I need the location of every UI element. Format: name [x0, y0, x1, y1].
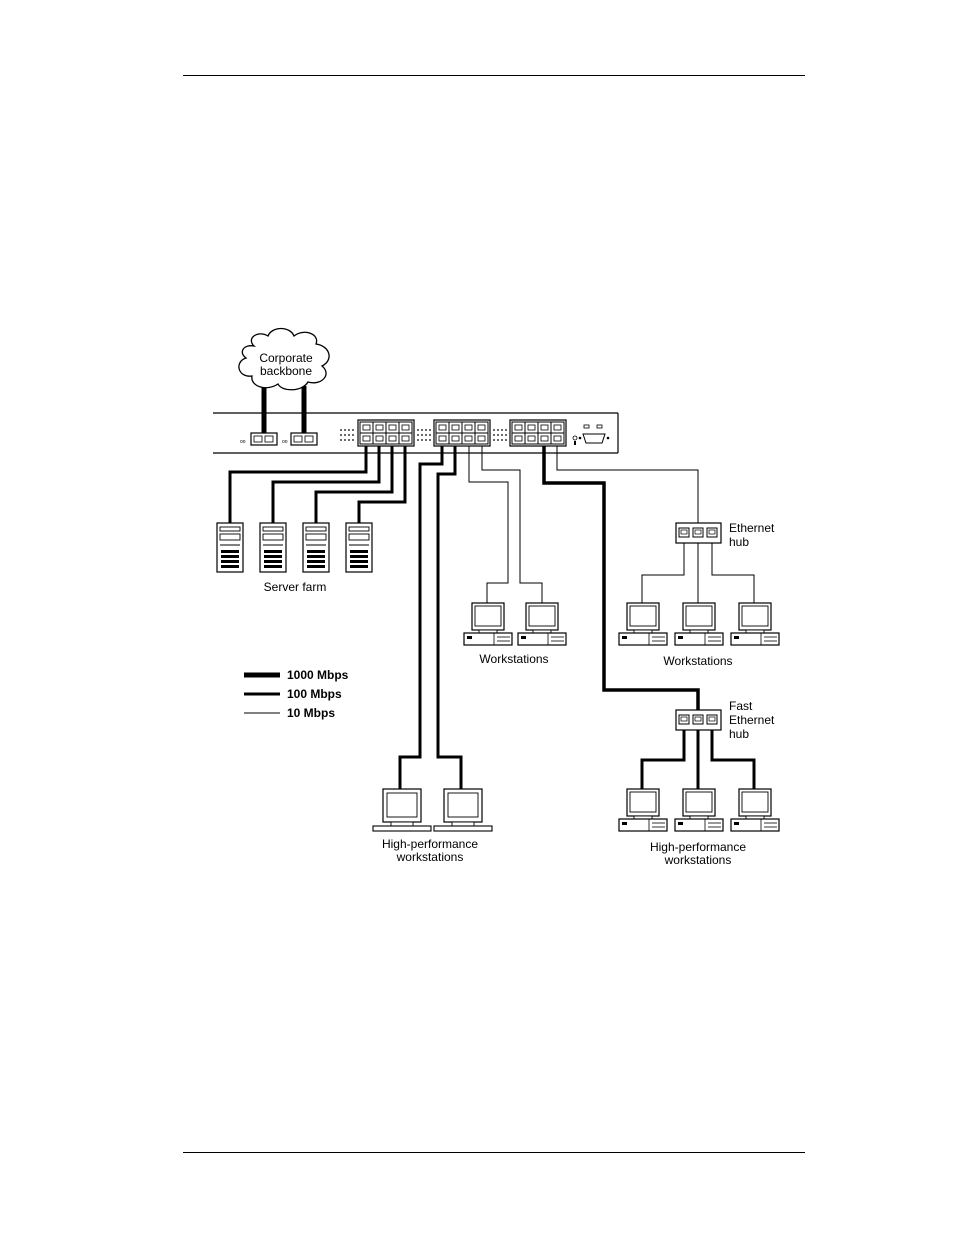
server-4	[345, 522, 373, 573]
workstation-1	[463, 602, 513, 646]
port-group-3	[509, 419, 567, 447]
hp-right-label-line2: workstations	[664, 853, 732, 867]
hp-link-2	[436, 446, 463, 789]
server-link-4	[357, 446, 407, 523]
svg-text:oo: oo	[282, 439, 288, 445]
workstation-5	[730, 602, 780, 646]
hp-right-label-line1: High-performance	[650, 840, 746, 854]
svg-text:oo: oo	[240, 439, 246, 445]
ws-link-2	[481, 446, 543, 603]
fast-hub-link-1	[640, 730, 686, 789]
server-link-1	[228, 446, 368, 523]
port-group-1	[357, 419, 415, 447]
gigabit-module-1: oo	[240, 432, 278, 446]
server-farm-label: Server farm	[264, 580, 327, 594]
switch-chassis: oo oo	[213, 412, 619, 454]
fast-hub-link-3	[710, 730, 756, 789]
workstation-2	[517, 602, 567, 646]
workstation-4	[674, 602, 724, 646]
server-3	[302, 522, 330, 573]
legend: 1000 Mbps 100 Mbps 10 Mbps	[244, 668, 349, 720]
workstations-label-1: Workstations	[479, 652, 548, 666]
workstations-group-1: Workstations	[463, 602, 567, 666]
hp-workstation-5	[730, 788, 780, 832]
server-link-3	[314, 446, 394, 523]
ethernet-hub-uplink	[556, 446, 699, 523]
server-link-2	[271, 446, 381, 523]
cloud-label-line2: backbone	[260, 364, 312, 378]
workstations-label-2: Workstations	[663, 654, 732, 668]
hp-workstation-1	[372, 788, 432, 832]
cloud-label-line1: Corporate	[259, 351, 313, 365]
corporate-backbone-cloud: Corporate backbone	[238, 327, 330, 391]
fast-hub-label-line3: hub	[729, 727, 749, 741]
legend-label-1000: 1000 Mbps	[287, 668, 349, 682]
ethernet-hub-label-line1: Ethernet	[729, 521, 775, 535]
fast-hub-uplink	[542, 446, 700, 712]
hp-workstations-left: High-performance workstations	[372, 788, 493, 864]
bottom-rule	[183, 1152, 805, 1153]
gigabit-module-2: oo	[282, 432, 318, 446]
hp-left-label-line1: High-performance	[382, 837, 478, 851]
fast-ethernet-hub: Fast Ethernet hub	[675, 699, 775, 741]
fast-hub-label-line1: Fast	[729, 699, 753, 713]
server-1	[216, 522, 244, 573]
ethernet-hub-label-line2: hub	[729, 535, 749, 549]
hp-workstations-right: High-performance workstations	[618, 788, 780, 867]
server-farm: Server farm	[216, 522, 373, 594]
legend-label-100: 100 Mbps	[287, 687, 342, 701]
hp-workstation-2	[433, 788, 493, 832]
fast-hub-label-line2: Ethernet	[729, 713, 775, 727]
hp-left-label-line2: workstations	[396, 850, 464, 864]
server-2	[259, 522, 287, 573]
port-group-2	[433, 419, 491, 447]
console-port	[572, 424, 610, 445]
workstations-group-2: Workstations	[618, 602, 780, 668]
legend-label-10: 10 Mbps	[287, 706, 335, 720]
workstation-3	[618, 602, 668, 646]
eth-hub-link-3	[711, 543, 755, 603]
top-rule	[183, 75, 805, 76]
hp-workstation-3	[618, 788, 668, 832]
ws-link-1	[468, 446, 509, 603]
hp-workstation-4	[674, 788, 724, 832]
ethernet-hub: Ethernet hub	[675, 521, 775, 549]
hp-link-1	[398, 446, 444, 789]
eth-hub-link-1	[641, 543, 685, 603]
